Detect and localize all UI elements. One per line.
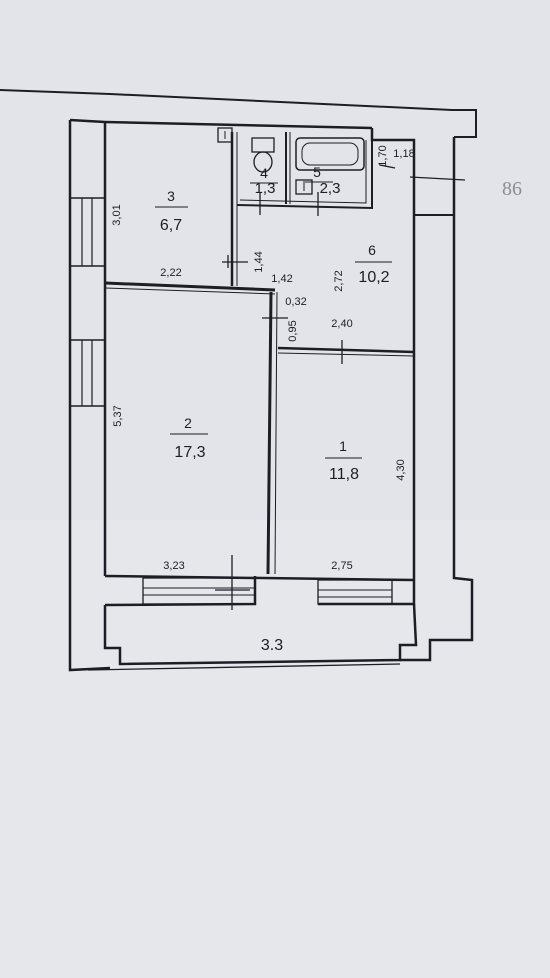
- dim-1-70: 1,70: [377, 145, 389, 166]
- wall-room2-room1: [266, 291, 273, 575]
- dim-1-18: 1,18: [393, 148, 414, 160]
- room-2: 2 17,3: [170, 415, 208, 461]
- dim-2-72: 2,72: [333, 270, 345, 291]
- wall-bathroom-bottom: [236, 140, 373, 210]
- wall-bathroom-bottom-inner: [239, 140, 367, 204]
- dim-0-32: 0,32: [285, 296, 306, 308]
- room-5: 5 2,3: [303, 164, 340, 197]
- dim-1-44: 1,44: [253, 251, 265, 272]
- room-3-number: 3: [167, 188, 175, 204]
- room-1: 1 11,8: [325, 438, 362, 483]
- room-3-area: 6,7: [160, 217, 182, 234]
- outer-wall-right: [400, 137, 474, 662]
- window-bottom-left: [142, 577, 256, 605]
- wall-room3-room2-inner: [104, 287, 276, 295]
- room-4-number: 4: [260, 165, 268, 181]
- outer-wall-top-left: [69, 118, 106, 124]
- top-boundary-line: [0, 89, 477, 138]
- dim-2-40: 2,40: [331, 318, 352, 330]
- riser-icon: [217, 127, 233, 143]
- balcony-outline: [103, 603, 418, 666]
- dim-1-42: 1,42: [271, 273, 292, 285]
- sink-icon: [295, 179, 313, 195]
- bathtub-icon: [295, 137, 365, 171]
- outer-wall-left: [68, 120, 111, 672]
- dim-2-75: 2,75: [331, 560, 352, 572]
- window-left-upper: [69, 197, 106, 267]
- door-marks: [215, 164, 466, 610]
- room-6: 6 10,2: [355, 242, 392, 286]
- toilet-icon: [251, 137, 275, 173]
- dim-3-23: 3,23: [163, 560, 184, 572]
- wall-room6-room1: [277, 346, 415, 354]
- room-5-number: 5: [313, 164, 321, 180]
- room-6-number: 6: [368, 242, 376, 258]
- room-6-area: 10,2: [358, 269, 389, 286]
- wall-room2-room1-inner: [274, 291, 278, 575]
- dim-3-01: 3,01: [111, 204, 123, 225]
- wall-room6-room1-inner: [277, 352, 415, 357]
- wall-room3-room2: [104, 281, 276, 292]
- balcony-baseline: [87, 663, 401, 671]
- inner-wall-bottom: [104, 574, 415, 582]
- room-2-number: 2: [184, 415, 192, 431]
- room-3: 3 6,7: [155, 188, 188, 234]
- page-number: 86: [502, 178, 522, 200]
- room-5-area: 2,3: [320, 180, 341, 197]
- room-1-area: 11,8: [329, 466, 359, 483]
- dim-5-37: 5,37: [112, 405, 124, 426]
- room-4-area: 1,3: [255, 180, 276, 197]
- room-2-area: 17,3: [174, 444, 205, 461]
- window-bottom-right: [317, 579, 393, 605]
- window-left-lower: [69, 339, 106, 407]
- room-4: 4 1,3: [250, 165, 278, 197]
- dim-2-22: 2,22: [160, 267, 181, 279]
- dim-0-95: 0,95: [287, 320, 299, 341]
- inner-wall-right: [370, 128, 416, 580]
- room-1-number: 1: [339, 438, 347, 454]
- dim-4-30: 4,30: [395, 459, 407, 480]
- balcony-area: 3.3: [261, 637, 283, 654]
- inner-wall-top: [104, 120, 373, 130]
